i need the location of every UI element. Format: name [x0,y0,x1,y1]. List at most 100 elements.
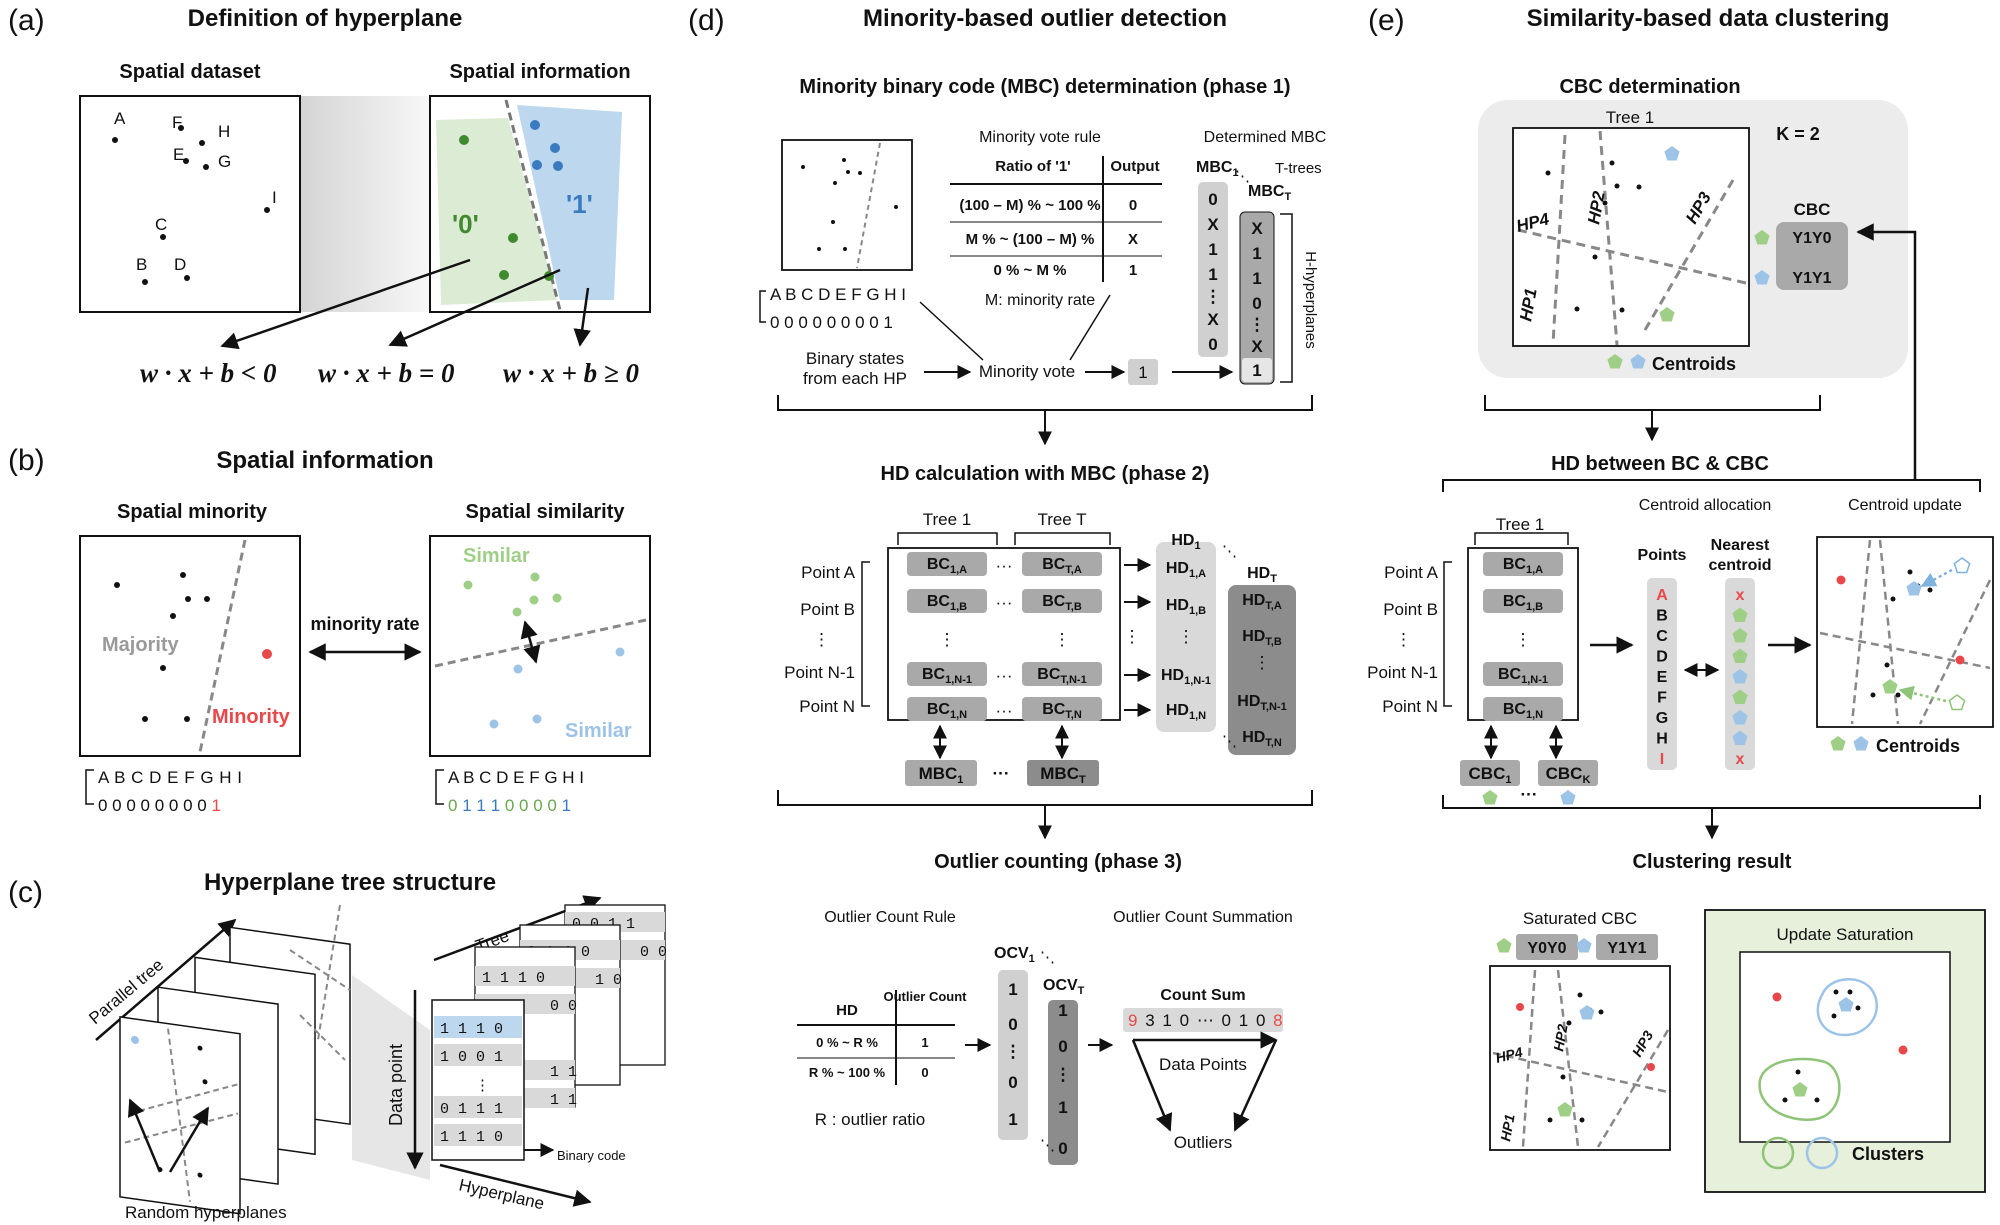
sim-bit: 1 [476,796,485,815]
bc-label: BC1,A [927,556,967,576]
binary-states-label: Binary states [806,349,904,368]
sim-bit: 0 [505,796,514,815]
mbc1-main: MBC [1196,159,1233,176]
ocv1-val: 1 [1008,980,1017,999]
mbc1-val: ⋮ [1205,287,1222,306]
panel-a-title: Definition of hyperplane [188,5,463,32]
panel-b-title: Spatial information [216,447,433,474]
minority-code-zeros: 0 0 0 0 0 0 0 0 1 [98,796,221,815]
col-ellipsis: ··· [996,666,1013,685]
ocv1-val: 1 [1008,1110,1017,1129]
row-ellipsis: ⋮ [1515,630,1532,649]
panel-e: (e) Similarity-based data clustering CBC… [1367,4,1994,1193]
majority-label: Majority [102,634,180,656]
update-legend-blue [1853,736,1869,751]
ocv-dots-bottom: ⋱ [1040,1137,1055,1154]
mbc1-val: 0 [1208,190,1217,209]
determined-mbc-title: Determined MBC [1204,129,1327,146]
similarity-code-bracket [435,769,444,805]
minority-label: Minority [212,706,291,728]
panel-c-title: Hyperplane tree structure [204,869,496,896]
update-outlier-1 [1836,575,1846,585]
minority-hyperplane [198,539,247,753]
back-row: 1 1 1 0 [482,970,545,987]
similar-green-label: Similar [463,545,530,567]
ocvt-val: 0 [1058,1139,1067,1158]
hdt-value: HDT,N [1242,729,1282,749]
minority-box [79,535,301,757]
mbct-val: 1 [1252,361,1261,380]
bc-cell [1483,552,1563,576]
h-hyperplanes-label: H-hyperplanes [1302,251,1319,349]
hyperplane-line [504,99,562,311]
hd-ellipsis: ⋮ [1178,627,1195,646]
phase2-brace [777,790,1313,806]
t-trees-label: T-trees [1275,160,1322,177]
hdt-header: HDT [1247,565,1277,585]
dataset-points: A F H E G I C B D [112,109,277,285]
e-bc-table [1467,547,1579,721]
phase2-table [887,547,1121,721]
result-outlier-1 [1516,1003,1524,1011]
ocv1-val: ⋮ [1005,1042,1022,1061]
cbc-code-box [1776,222,1848,290]
ocvt-val: ⋮ [1055,1065,1072,1084]
mbct-val: 1 [1252,269,1261,288]
count-rule-v: 1 [921,1035,928,1050]
mbct-box-main: MBC [1040,764,1079,783]
points-column [1647,578,1677,770]
random-hp-arrow-2 [168,1106,210,1173]
sim-bit: 0 [547,796,556,815]
rule-to-vote-line [1069,294,1111,361]
minority-code-red: 1 [211,796,220,815]
phase2-title: HD calculation with MBC (phase 2) [881,463,1210,485]
mbct-box-label: MBCT [1040,764,1086,786]
count-sum-box [1123,1008,1283,1032]
point-label: E [173,145,184,164]
one-region [517,105,622,300]
cbc-determination-title: CBC determination [1559,76,1740,98]
count-sum-label: Count Sum [1160,987,1245,1004]
mbct-values: X 1 1 0 ⋮ X 1 [1249,219,1266,380]
sum-digit: 3 [1145,1011,1154,1030]
nearest-header-1: Nearest [1711,537,1770,554]
panel-e-letter: (e) [1368,4,1405,37]
green-cluster-outline [1758,1057,1841,1121]
ocvt-values: 1 0 ⋮ 1 0 [1055,1001,1072,1158]
similarity-hyperplane [434,618,647,668]
rule-ratio: 0 % ~ M % [994,262,1067,279]
ocv1-val: 0 [1008,1073,1017,1092]
similarity-code-letters: A B C D E F G H I [448,768,584,787]
point-label: I [272,188,277,207]
nearest-header-2: centroid [1708,557,1771,574]
phase3-title: Outlier counting (phase 3) [934,851,1182,873]
mbc1-val: X [1207,215,1219,234]
mbc1-box-label: MBC1 [919,764,964,786]
back-row-side: 1 0 [595,972,622,989]
bc-label: BCT,B [1042,593,1082,613]
alloc-point: B [1656,608,1668,625]
similarity-code-bits: 0 1 1 1 0 0 0 0 1 [448,796,571,815]
bc-cell [1022,697,1102,721]
one-label: '1' [566,189,593,219]
cbc-code-0: Y1Y0 [1792,230,1831,247]
sim-bit: 0 [448,796,457,815]
hdt-column [1228,585,1296,755]
count-sum-digits: 9 3 1 0 ⋯ 0 1 0 8 [1128,1011,1283,1030]
cbc-ellipsis: ··· [1521,785,1538,804]
mbc-letters: A B C D E F G H I [770,285,906,304]
phase2-hd-columns: HD1HDT⋱HD1,AHD1,B⋮HD1,N-1HD1,NHDT,AHDT,B… [1124,532,1296,755]
panel-b-letter: (b) [8,444,45,477]
k-label: K = 2 [1776,124,1820,144]
mbct-val: ⋮ [1249,315,1266,334]
hd-col-header: HD [836,1002,858,1019]
alloc-point: I [1660,751,1664,768]
rule-out: 1 [1129,262,1137,279]
minority-code-bracket [85,769,94,805]
points-header: Points [1638,547,1687,564]
stacked-trees [119,904,351,1215]
mbc1-val: 1 [1208,265,1217,284]
sum-digit: 0 [1222,1011,1231,1030]
count-rule-r: R % ~ 100 % [809,1065,886,1080]
hp-label: HP4 [1494,1044,1525,1066]
